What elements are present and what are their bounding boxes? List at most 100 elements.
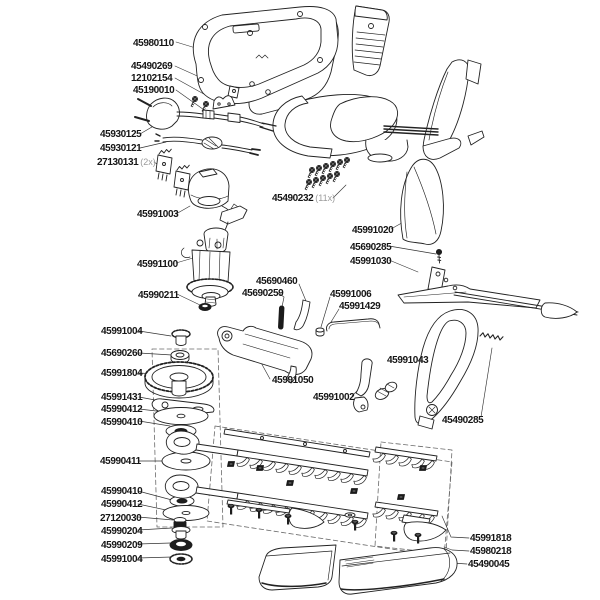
part-label-45690259: 45690259	[242, 288, 285, 299]
part-label-45690460: 45690460	[256, 276, 299, 287]
part-label-45990412-b: 45990412	[101, 499, 144, 510]
part-label-45991020: 45991020	[352, 225, 395, 236]
part-number: 45930121	[100, 143, 142, 154]
part-number: 45980110	[133, 38, 174, 49]
part-label-45490232: 45490232(11x)	[272, 193, 335, 204]
part-label-45930121: 45930121	[100, 143, 143, 154]
part-label-45991043: 45991043	[387, 355, 430, 366]
part-label-45690285: 45690285	[350, 242, 393, 253]
part-number: 27130131	[97, 157, 139, 168]
part-label-45991030: 45991030	[350, 256, 393, 267]
pin-drawing	[278, 305, 285, 330]
power-cord-drawing	[134, 97, 277, 132]
part-label-45991431: 45991431	[101, 392, 144, 403]
part-label-45990209: 45990209	[101, 540, 144, 551]
part-number: 45991002	[313, 392, 355, 403]
part-number: 45991043	[387, 355, 429, 366]
part-qty: (11x)	[315, 193, 336, 203]
part-number: 45991004	[101, 326, 143, 337]
part-label-45990410: 45990410	[101, 417, 144, 428]
part-number: 45490045	[468, 559, 510, 570]
part-label-45990410-b: 45990410	[101, 486, 144, 497]
part-label-45991002: 45991002	[313, 392, 356, 403]
part-label-45991050: 45991050	[272, 375, 315, 386]
screw-set-drawing	[304, 157, 350, 191]
grommet-drawing	[198, 303, 212, 311]
part-number: 45991804	[101, 368, 143, 379]
part-label-45930125: 45930125	[100, 129, 143, 140]
part-number: 45991020	[352, 225, 394, 236]
part-label-45991429: 45991429	[339, 301, 382, 312]
part-label-27120030: 27120030	[100, 513, 143, 524]
part-label-45190010: 45190010	[133, 85, 176, 96]
part-number: 45190010	[133, 85, 175, 96]
part-number: 27120030	[100, 513, 142, 524]
part-number: 45990412	[101, 404, 143, 415]
part-label-45991818: 45991818	[470, 533, 513, 544]
part-number: 45980218	[470, 546, 512, 557]
part-number: 45991006	[330, 289, 372, 300]
part-label-45991006: 45991006	[330, 289, 373, 300]
part-number: 45690259	[242, 288, 284, 299]
part-number: 45490269	[131, 61, 173, 72]
part-number: 45991003	[137, 209, 179, 220]
motor-cap-drawing	[188, 168, 243, 218]
part-number: 45990411	[100, 456, 141, 467]
part-number: 45991818	[470, 533, 512, 544]
part-number: 45690260	[101, 348, 143, 359]
part-number: 45991100	[137, 259, 178, 270]
part-label-45980218: 45980218	[470, 546, 513, 557]
part-number: 45490232	[272, 193, 314, 204]
part-label-45991804: 45991804	[101, 368, 144, 379]
link-rod-drawing	[326, 318, 381, 332]
part-label-45990211: 45990211	[138, 290, 181, 301]
blade-support-drawing	[397, 266, 579, 319]
part-number: 45990204	[101, 526, 143, 537]
part-number: 45990410	[101, 417, 143, 428]
part-number: 45991030	[350, 256, 392, 267]
part-label-12102154: 12102154	[131, 73, 174, 84]
lower-stack-drawing	[161, 451, 211, 565]
part-label-45991004-b: 45991004	[101, 554, 144, 565]
part-number: 45930125	[100, 129, 142, 140]
part-number: 45990410	[101, 486, 143, 497]
small-nut-drawing	[315, 327, 325, 337]
part-label-45980110: 45980110	[133, 38, 176, 49]
part-label-45990412: 45990412	[101, 404, 144, 415]
part-number: 45990209	[101, 540, 143, 551]
part-label-45490285: 45490285	[442, 415, 485, 426]
spring-drawing	[479, 332, 504, 341]
part-number: 45990412	[101, 499, 143, 510]
cover-screw-drawing	[435, 248, 443, 264]
loop-handle-drawing	[414, 309, 479, 430]
part-number: 45490285	[442, 415, 484, 426]
switch-blocks-drawing	[155, 148, 191, 198]
wire-pair-drawing	[154, 133, 261, 156]
part-number: 12102154	[131, 73, 173, 84]
part-label-45991003: 45991003	[137, 209, 180, 220]
gear-stack-drawing	[144, 329, 215, 438]
part-label-45490269: 45490269	[131, 61, 174, 72]
part-number: 45990211	[138, 290, 179, 301]
part-label-45690260: 45690260	[101, 348, 144, 359]
part-number: 45991004	[101, 554, 143, 565]
motor-drawing	[180, 205, 248, 307]
blade-set-drawing	[164, 428, 447, 544]
part-number: 45690460	[256, 276, 298, 287]
part-number: 45991429	[339, 301, 381, 312]
side-cover-drawing	[400, 158, 444, 245]
housing-assembly-drawing	[190, 5, 485, 163]
part-label-45990411: 45990411	[100, 456, 143, 467]
part-label-27130131: 27130131(2x)	[97, 157, 156, 168]
crank-lever-drawing	[353, 358, 398, 413]
small-bracket-drawing	[293, 299, 311, 331]
part-number: 45991050	[272, 375, 314, 386]
part-number: 45991431	[101, 392, 143, 403]
bottom-cover-drawing	[258, 544, 458, 595]
part-label-45991004: 45991004	[101, 326, 144, 337]
part-qty: (2x)	[140, 157, 156, 167]
part-label-45490045: 45490045	[468, 559, 511, 570]
part-label-45991100: 45991100	[137, 259, 180, 270]
part-label-45990204: 45990204	[101, 526, 144, 537]
